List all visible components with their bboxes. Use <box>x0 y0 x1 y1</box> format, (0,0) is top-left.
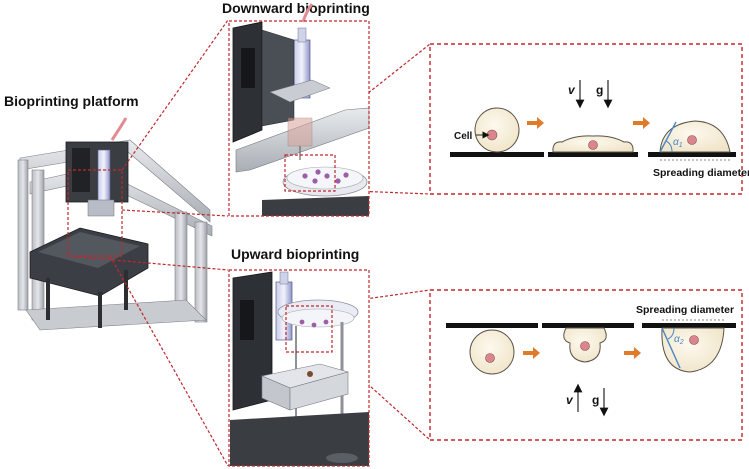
contact-angle-symbol: α2 <box>674 334 684 346</box>
substrate-plate <box>450 152 544 157</box>
cell-droplet-stage-1 <box>469 329 515 375</box>
title-bioprinting-platform: Bioprinting platform <box>4 93 139 109</box>
velocity-label: v <box>568 83 576 97</box>
upward-detail-illustration <box>229 270 369 466</box>
bioprinting-platform-illustration <box>17 117 213 331</box>
cell-nucleus <box>580 341 590 351</box>
upward-detail-frame <box>228 269 370 467</box>
substrate-plate <box>648 152 736 157</box>
contact-angle-arc <box>667 327 675 340</box>
gravity-label: g <box>592 393 599 407</box>
gravity-label: g <box>596 83 603 97</box>
substrate-plate <box>642 323 736 328</box>
cell-droplet-stage-1 <box>474 107 520 153</box>
title-upward-bioprinting: Upward bioprinting <box>231 246 360 262</box>
stage-arrow <box>633 117 650 129</box>
cell-nucleus <box>485 353 495 363</box>
substrate-plate <box>542 323 634 328</box>
downward-dish-zoom-box <box>284 154 336 192</box>
substrate-plate <box>446 323 538 328</box>
upward-dish-zoom-box <box>285 305 333 353</box>
cell-nucleus <box>687 135 697 145</box>
platform-zoom-box <box>67 169 123 257</box>
velocity-label: v <box>566 393 574 407</box>
stage-arrow <box>624 347 641 359</box>
upward-cell-stages: α2 Spreading diameter v g <box>446 304 736 417</box>
downward-detail-illustration <box>229 3 370 216</box>
cell-nucleus <box>689 335 699 345</box>
downward-cell-stages: Cell v g α1 Spreading diameter <box>450 80 749 179</box>
contact-angle-arc <box>665 140 673 153</box>
stage-arrow <box>527 117 544 129</box>
substrate-plate <box>548 152 638 157</box>
contact-angle-tangent <box>659 121 677 153</box>
downward-detail-frame <box>228 20 370 217</box>
cell-nucleus <box>486 129 498 141</box>
cell-nucleus <box>588 140 598 150</box>
contact-angle-tangent <box>661 327 681 369</box>
contact-angle-symbol: α1 <box>673 137 683 149</box>
title-downward-bioprinting: Downward bioprinting <box>222 0 370 16</box>
spreading-diameter-label: Spreading diameter <box>653 167 749 179</box>
cell-label: Cell <box>454 131 473 142</box>
stage-arrow <box>523 347 540 359</box>
spreading-diameter-label: Spreading diameter <box>636 304 734 316</box>
